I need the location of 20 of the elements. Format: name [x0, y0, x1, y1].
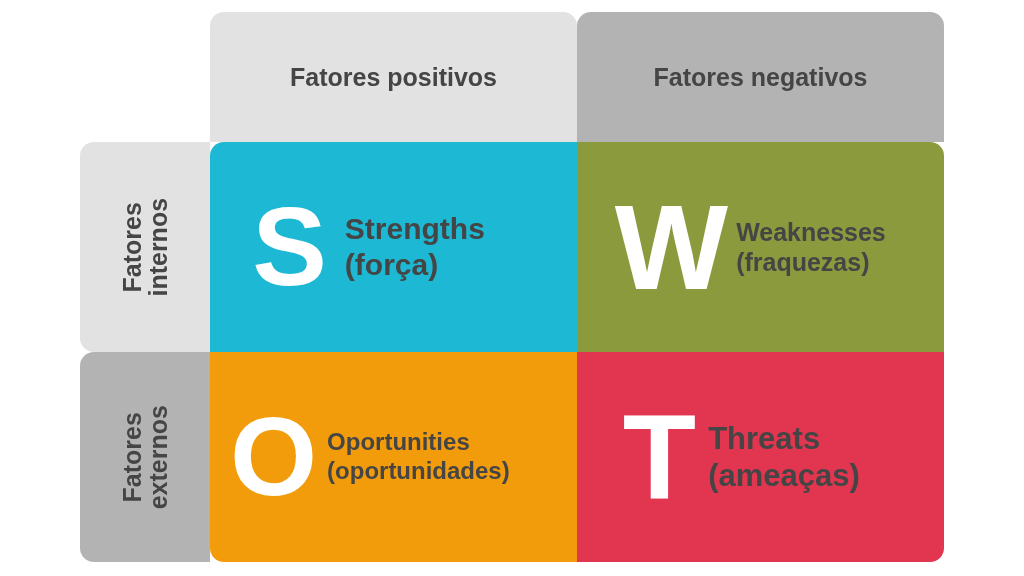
row-header [80, 142, 210, 352]
header-label: Fatores externos [118, 403, 172, 512]
swot-letter: S [252, 191, 327, 303]
quadrant-label: Weaknesses (fraquezas) [736, 217, 887, 277]
quadrant-label: Oportunities (oportunidades) [327, 428, 511, 486]
swot-letter: T [622, 397, 697, 517]
swot-quadrant [577, 352, 944, 562]
swot-quadrant [210, 352, 577, 562]
column-header [577, 12, 944, 142]
swot-quadrant [210, 142, 577, 352]
row-header [80, 352, 210, 562]
header-label: Fatores internos [118, 196, 172, 299]
header-label: Fatores negativos [653, 62, 868, 92]
swot-quadrant [577, 142, 944, 352]
quadrant-label: Threats (ameaças) [708, 419, 861, 495]
quadrant-label: Strengths (força) [344, 211, 486, 283]
swot-letter: W [614, 187, 729, 307]
swot-letter: O [229, 401, 318, 513]
header-label: Fatores positivos [290, 62, 497, 92]
column-header [210, 12, 577, 142]
